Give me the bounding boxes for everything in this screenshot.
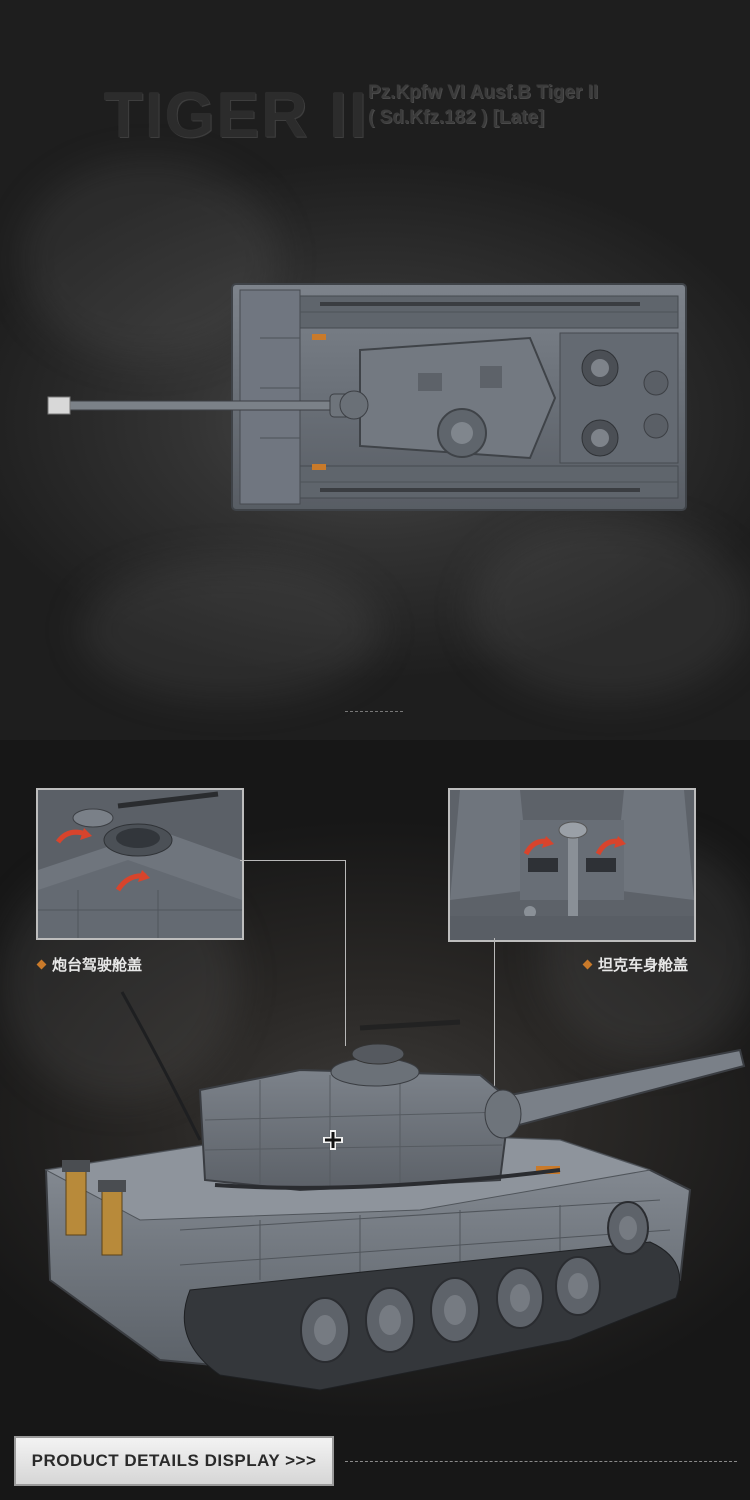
turret-hatch-caption-text: 炮台驾驶舱盖 xyxy=(52,957,143,974)
section-divider xyxy=(345,711,403,712)
page-title: TIGER II xyxy=(104,79,369,151)
tank-top-view-image xyxy=(47,283,687,511)
smoke-effect xyxy=(470,520,750,700)
caption-bullet-icon xyxy=(582,959,593,970)
footer-divider xyxy=(345,1461,737,1462)
model-variant: ( Sd.Kfz.182 ) [Late] xyxy=(368,107,545,128)
product-details-button[interactable]: PRODUCT DETAILS DISPLAY >>> xyxy=(14,1436,334,1486)
hull-hatch-detail xyxy=(448,788,696,942)
leader-line xyxy=(345,860,346,1046)
turret-hatch-illustration xyxy=(38,790,242,938)
tank-perspective-image xyxy=(44,991,746,1391)
turret-hatch-detail xyxy=(36,788,244,940)
leader-line xyxy=(240,860,346,861)
hull-hatch-caption: 坦克车身舱盖 xyxy=(582,954,689,975)
hull-hatch-caption-text: 坦克车身舱盖 xyxy=(598,957,689,974)
caption-bullet-icon xyxy=(36,959,47,970)
turret-hatch-caption: 炮台驾驶舱盖 xyxy=(36,954,143,975)
model-designation: Pz.Kpfw VI Ausf.B Tiger II xyxy=(368,82,599,103)
hull-hatch-illustration xyxy=(450,790,694,940)
smoke-effect xyxy=(80,560,380,700)
leader-line xyxy=(494,938,495,1098)
